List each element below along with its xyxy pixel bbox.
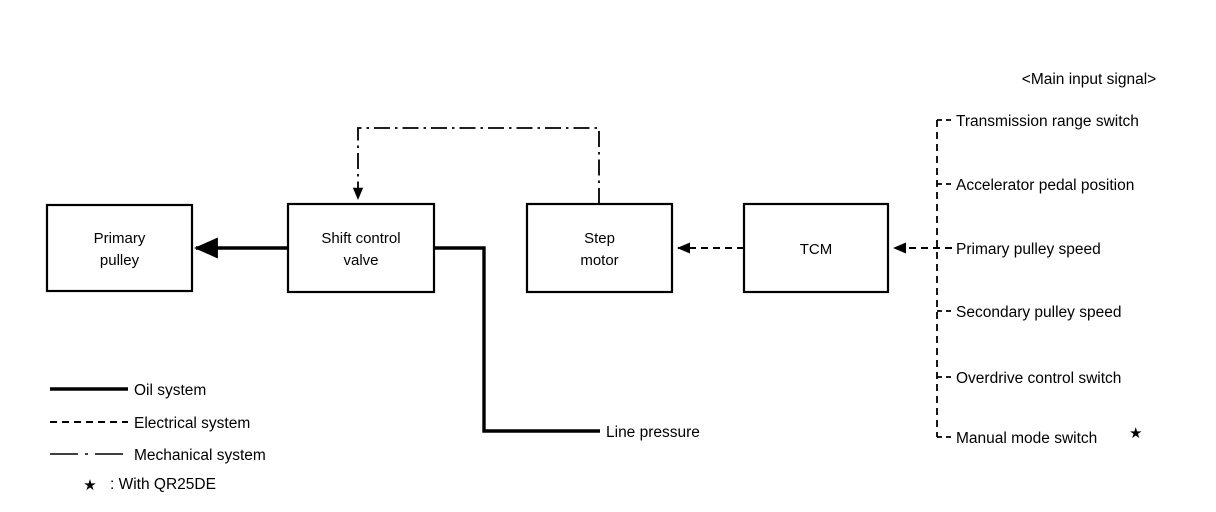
legend-label-mechanical-system: Mechanical system [134, 447, 266, 464]
input-signal-item-transmission-range-switch[interactable]: Transmission range switch [937, 113, 1139, 130]
box-primary-pulley[interactable]: Primary pulley [45, 203, 194, 293]
legend-item-electrical-system: Electrical system [50, 415, 250, 432]
input-signal-label-4: Secondary pulley speed [956, 304, 1121, 321]
box-step-motor[interactable]: Step motor [525, 202, 674, 294]
legend-footnote-text: : With QR25DE [110, 476, 216, 493]
box-primary-pulley-label-line1: Primary [94, 230, 146, 247]
box-primary-pulley-rect [45, 203, 194, 293]
input-signal-item-overdrive-control-switch[interactable]: Overdrive control switch [937, 370, 1121, 387]
input-signal-label-6: Manual mode switch [956, 430, 1097, 447]
input-signal-item-manual-mode-switch[interactable]: Manual mode switch ★ [937, 424, 1142, 447]
input-signal-label-3: Primary pulley speed [956, 241, 1101, 258]
input-signal-item-secondary-pulley-speed[interactable]: Secondary pulley speed [937, 304, 1121, 321]
input-signal-item-accelerator-pedal-position[interactable]: Accelerator pedal position [937, 177, 1134, 194]
input-signal-item-primary-pulley-speed[interactable]: Primary pulley speed [956, 241, 1101, 258]
connector-oil-line-pressure [434, 246, 600, 433]
box-tcm-label: TCM [800, 241, 833, 258]
input-panel-header: <Main input signal> [1022, 71, 1156, 88]
input-signal-label-5: Overdrive control switch [956, 370, 1121, 387]
label-line-pressure: Line pressure [606, 424, 700, 441]
legend-label-oil-system: Oil system [134, 382, 206, 399]
legend-item-oil-system: Oil system [50, 382, 206, 399]
box-shift-control-valve-label-line1: Shift control [321, 230, 400, 247]
box-step-motor-rect [525, 202, 674, 294]
connector-mechanical-stepmotor-to-valve [352, 127, 600, 204]
legend-label-electrical-system: Electrical system [134, 415, 250, 432]
box-step-motor-label-line2: motor [580, 252, 618, 269]
legend-footnote-qr25de: ★ : With QR25DE [83, 476, 216, 494]
box-shift-control-valve-rect [286, 202, 436, 294]
box-tcm[interactable]: TCM [742, 202, 890, 294]
box-shift-control-valve-label-line2: valve [343, 252, 378, 269]
input-signal-label-2: Accelerator pedal position [956, 177, 1134, 194]
input-signal-star-marker-6: ★ [1129, 424, 1142, 442]
box-shift-control-valve[interactable]: Shift control valve [286, 202, 436, 294]
box-step-motor-label-line1: Step [584, 230, 615, 247]
legend-item-mechanical-system: Mechanical system [50, 447, 266, 464]
box-primary-pulley-label-line2: pulley [100, 252, 140, 269]
box-tcm-rect [742, 202, 890, 294]
input-signal-label-1: Transmission range switch [956, 113, 1139, 130]
legend-footnote-star-icon: ★ [83, 476, 96, 494]
